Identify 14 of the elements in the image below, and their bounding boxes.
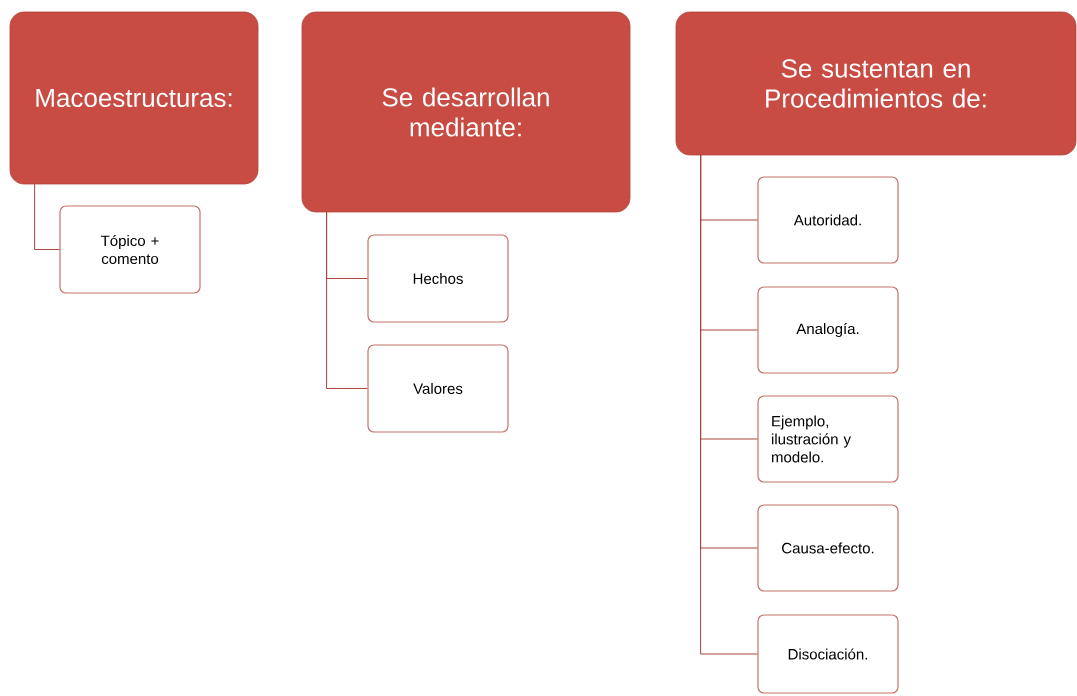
- heading-box: Se desarrollan mediante:: [301, 11, 631, 213]
- heading-box: Macoestructuras:: [9, 11, 259, 185]
- item-box: Analogía.: [757, 286, 899, 374]
- connector-line: [34, 182, 60, 250]
- item-box: Hechos: [367, 234, 509, 323]
- connector-line: [326, 210, 368, 389]
- item-box: Ejemplo, ilustración y modelo.: [757, 395, 899, 483]
- item-box: Tópico + comento: [59, 205, 201, 294]
- connector-line: [700, 153, 758, 655]
- item-box: Disociación.: [757, 614, 899, 694]
- item-box: Autoridad.: [757, 176, 899, 264]
- heading-box: Se sustentan en Procedimientos de:: [675, 11, 1077, 156]
- item-box: Causa-efecto.: [757, 504, 899, 592]
- item-box: Valores: [367, 344, 509, 433]
